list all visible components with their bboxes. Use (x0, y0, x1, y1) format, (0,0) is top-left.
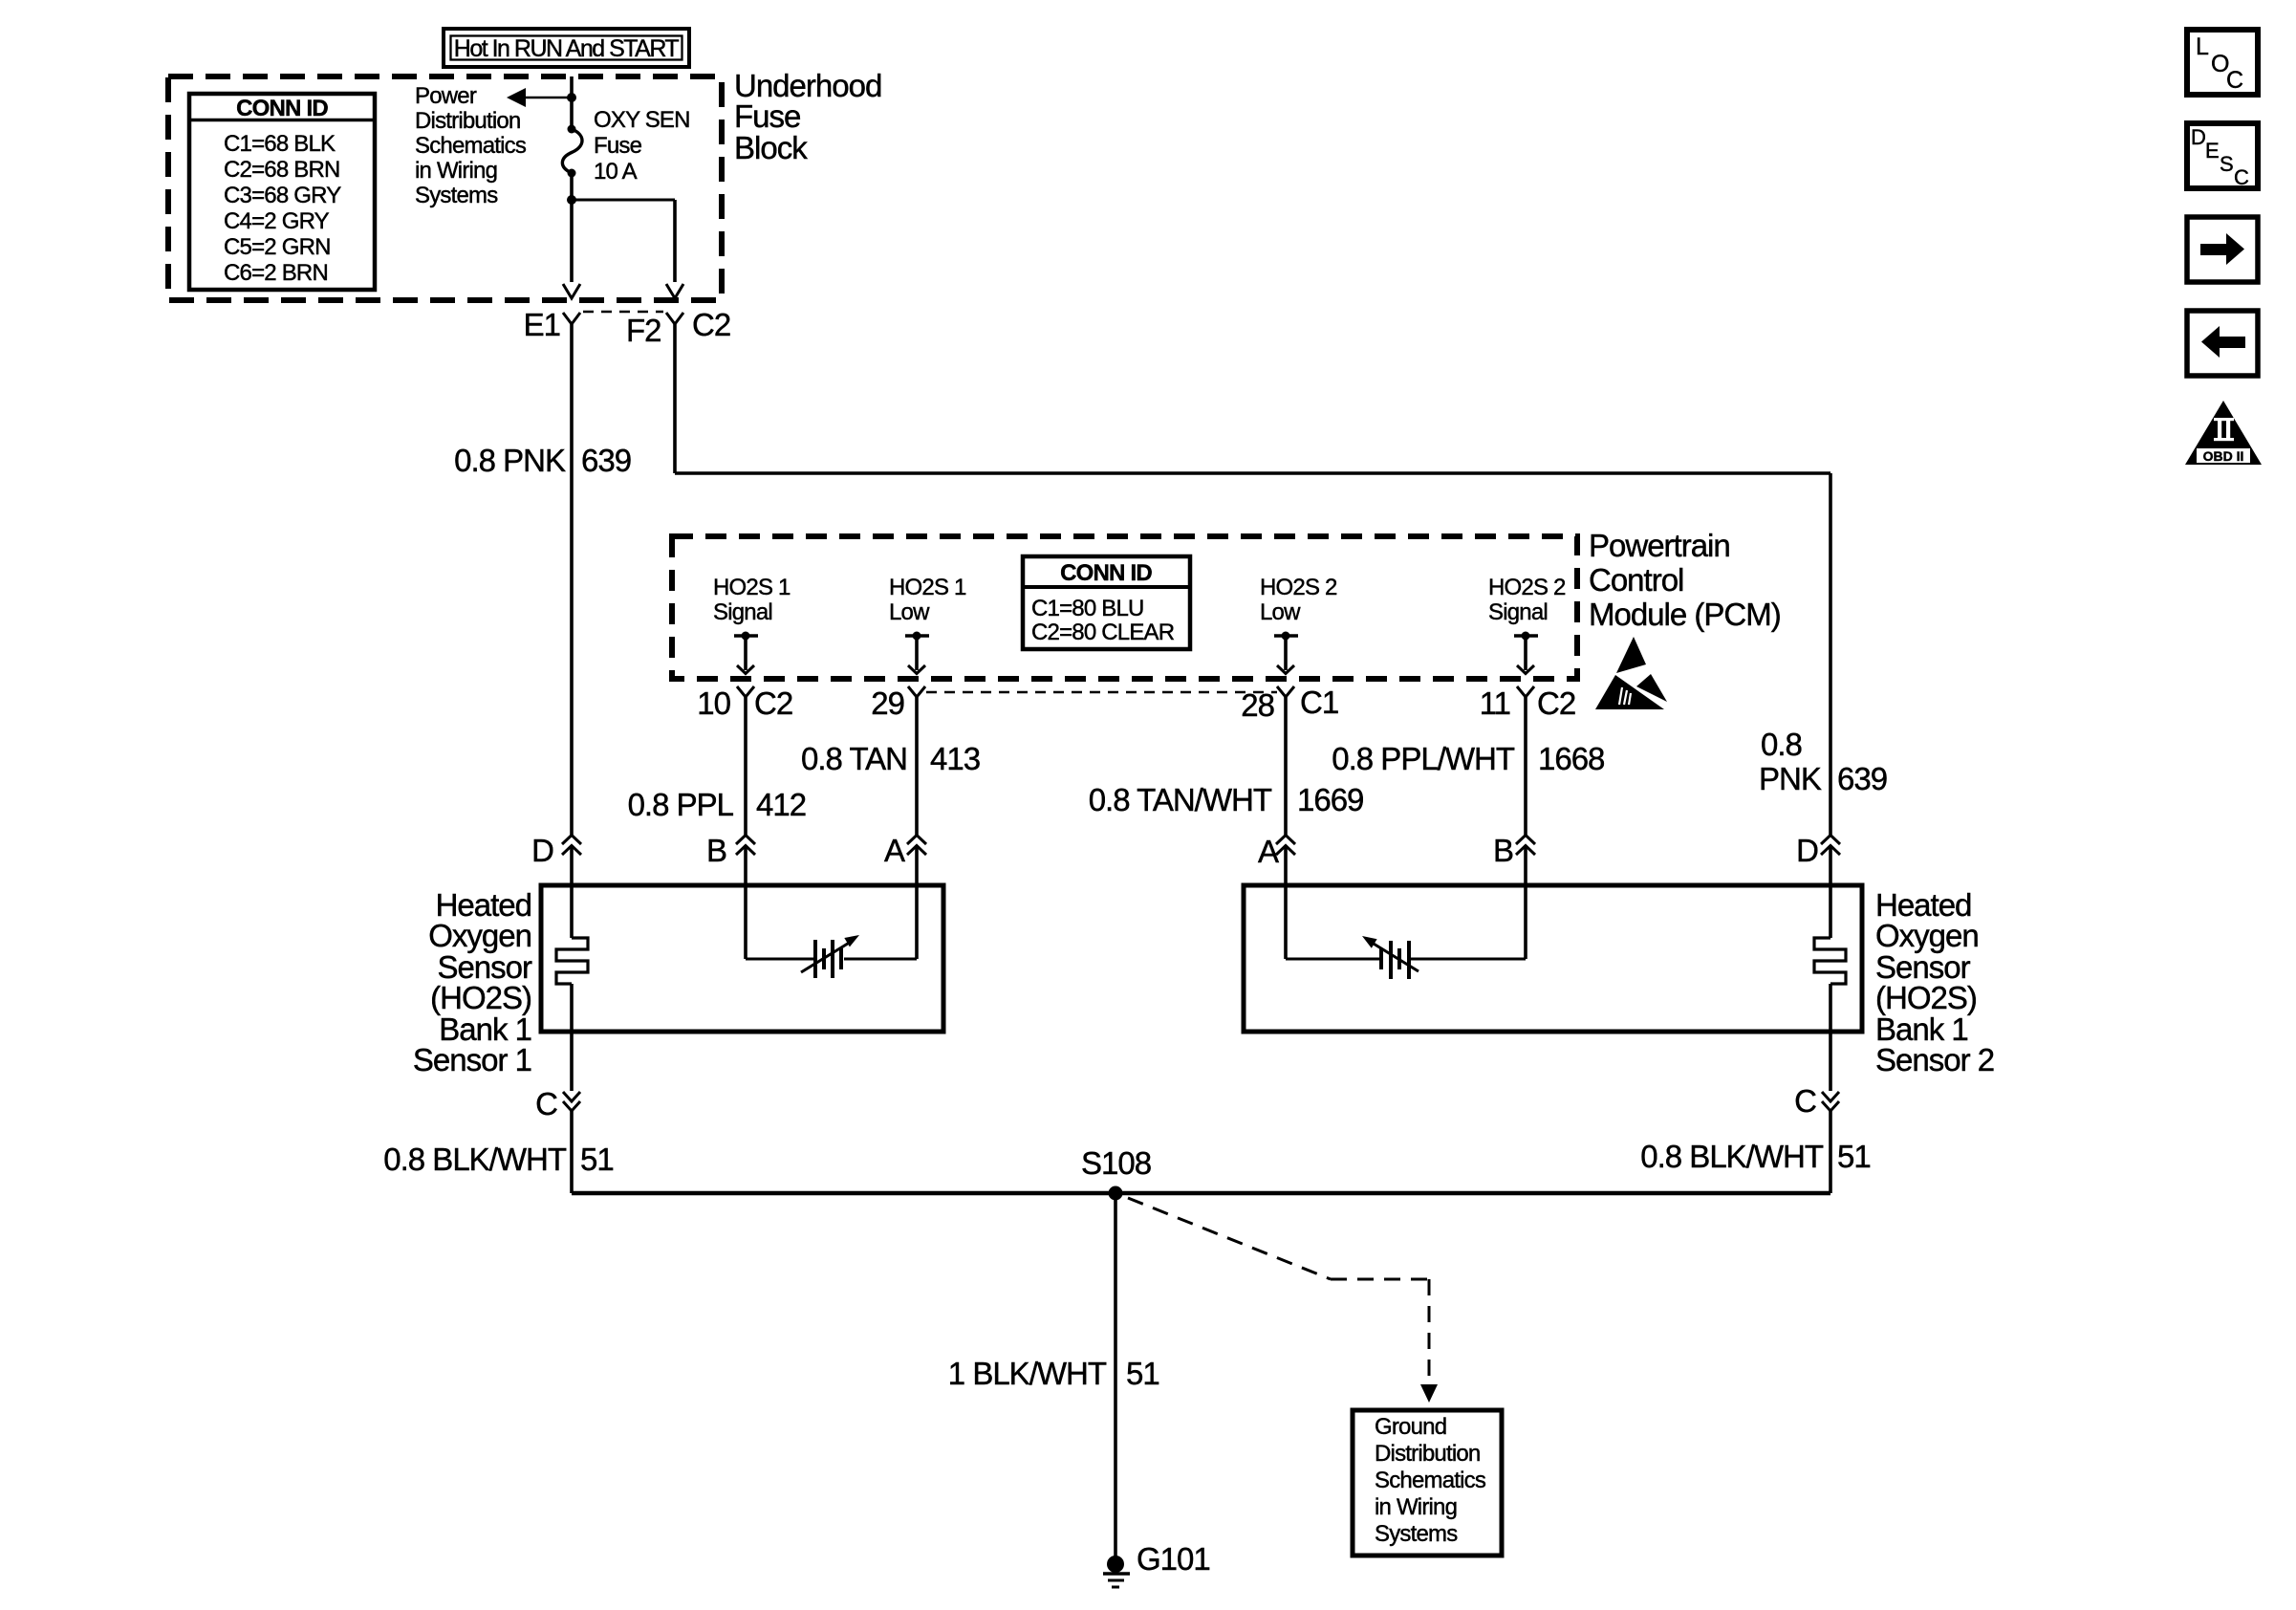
svg-text:0.8 PPL: 0.8 PPL (628, 787, 734, 822)
svg-text:51: 51 (1126, 1356, 1159, 1391)
svg-text:Schematics: Schematics (1375, 1468, 1486, 1493)
svg-text:L: L (2196, 33, 2209, 60)
svg-text:413: 413 (930, 741, 980, 776)
svg-text:C6=2 BRN: C6=2 BRN (224, 260, 328, 286)
svg-text:C1=80 BLU: C1=80 BLU (1031, 596, 1144, 621)
svg-text:D: D (2191, 125, 2206, 149)
svg-text:Fuse: Fuse (734, 98, 800, 134)
svg-text:10 A: 10 A (594, 159, 638, 185)
svg-text:PNK: PNK (1759, 761, 1822, 796)
svg-text:1669: 1669 (1297, 782, 1363, 817)
svg-text:Low: Low (1260, 599, 1301, 625)
svg-text:D: D (531, 833, 553, 868)
svg-text:C1: C1 (1300, 685, 1338, 720)
svg-text:11: 11 (1480, 685, 1510, 721)
svg-text:639: 639 (1837, 761, 1887, 796)
svg-text:412: 412 (756, 787, 806, 822)
svg-text:E1: E1 (524, 307, 560, 342)
svg-text:Ground: Ground (1375, 1414, 1446, 1440)
svg-text:Fuse: Fuse (594, 133, 642, 159)
svg-text:C: C (2226, 67, 2243, 94)
svg-text:Sensor: Sensor (1875, 949, 1971, 985)
svg-text:Systems: Systems (1375, 1521, 1458, 1547)
svg-text:C: C (2234, 165, 2249, 189)
svg-text:CONN ID: CONN ID (236, 96, 328, 121)
svg-text:0.8 PPL/WHT: 0.8 PPL/WHT (1332, 741, 1515, 776)
svg-text:HO2S 1: HO2S 1 (889, 575, 966, 600)
svg-text:Module (PCM): Module (PCM) (1589, 597, 1781, 632)
svg-text:(HO2S): (HO2S) (1875, 980, 1977, 1015)
svg-text:Powertrain: Powertrain (1589, 528, 1730, 563)
svg-text:C: C (1794, 1083, 1816, 1119)
svg-text:Systems: Systems (415, 183, 498, 208)
svg-text:G101: G101 (1137, 1541, 1210, 1577)
svg-text:C2=80 CLEAR: C2=80 CLEAR (1031, 620, 1175, 645)
svg-text:51: 51 (580, 1142, 614, 1177)
svg-text:B: B (1493, 833, 1513, 868)
svg-text:S108: S108 (1081, 1145, 1151, 1181)
svg-text:HO2S 1: HO2S 1 (713, 575, 791, 600)
svg-text:OXY SEN: OXY SEN (594, 107, 690, 133)
svg-text:0.8 BLK/WHT: 0.8 BLK/WHT (1640, 1139, 1824, 1174)
svg-text:Sensor 1: Sensor 1 (413, 1042, 531, 1077)
svg-text:10: 10 (697, 685, 730, 721)
svg-text:Distribution: Distribution (415, 108, 520, 134)
svg-text:(HO2S): (HO2S) (430, 980, 531, 1015)
svg-text:Oxygen: Oxygen (428, 918, 531, 953)
svg-text:Bank 1: Bank 1 (1875, 1012, 1968, 1047)
svg-text:1668: 1668 (1538, 741, 1604, 776)
svg-text:Control: Control (1589, 562, 1683, 598)
svg-text:0.8: 0.8 (1761, 727, 1802, 762)
svg-text:Sensor: Sensor (437, 949, 532, 985)
svg-text:0.8 TAN: 0.8 TAN (801, 741, 907, 776)
svg-text:0.8 BLK/WHT: 0.8 BLK/WHT (383, 1142, 567, 1177)
svg-text:in Wiring: in Wiring (1375, 1494, 1457, 1520)
svg-text:0.8 TAN/WHT: 0.8 TAN/WHT (1089, 782, 1272, 817)
svg-text:D: D (1796, 833, 1818, 868)
svg-text:F2: F2 (626, 313, 661, 348)
svg-text:C2: C2 (754, 685, 792, 721)
svg-text:C: C (535, 1086, 557, 1121)
svg-text:S: S (2220, 152, 2234, 176)
svg-text:Underhood: Underhood (734, 68, 881, 103)
svg-text:OBD II: OBD II (2203, 448, 2244, 464)
svg-text:A: A (1258, 834, 1279, 869)
svg-text:E: E (2205, 139, 2220, 163)
svg-text:Oxygen: Oxygen (1875, 918, 1979, 953)
svg-text:C2: C2 (692, 307, 730, 342)
svg-text:Schematics: Schematics (415, 133, 527, 159)
svg-text:Bank 1: Bank 1 (439, 1012, 531, 1047)
svg-text:O: O (2211, 51, 2229, 77)
svg-text:Heated: Heated (436, 887, 531, 923)
svg-text:A: A (884, 833, 905, 868)
svg-text:C2=68 BRN: C2=68 BRN (224, 157, 340, 183)
svg-text:Heated: Heated (1875, 887, 1971, 923)
svg-text:Sensor 2: Sensor 2 (1875, 1042, 1994, 1077)
svg-text:B: B (706, 833, 726, 868)
svg-text:0.8 PNK: 0.8 PNK (454, 443, 566, 478)
svg-text:C3=68 GRY: C3=68 GRY (224, 183, 341, 208)
svg-text:Signal: Signal (1488, 599, 1548, 625)
svg-text:Signal: Signal (713, 599, 772, 625)
svg-text:HO2S 2: HO2S 2 (1260, 575, 1337, 600)
svg-text:C1=68 BLK: C1=68 BLK (224, 131, 336, 157)
svg-text:C4=2 GRY: C4=2 GRY (224, 208, 330, 234)
svg-text:29: 29 (871, 685, 904, 721)
svg-text:HO2S 2: HO2S 2 (1488, 575, 1566, 600)
svg-text:639: 639 (581, 443, 631, 478)
svg-text:51: 51 (1837, 1139, 1871, 1174)
svg-text:Hot In RUN And START: Hot In RUN And START (454, 35, 680, 62)
svg-text:28: 28 (1241, 687, 1274, 723)
svg-text:CONN ID: CONN ID (1060, 560, 1152, 586)
svg-text:in Wiring: in Wiring (415, 158, 497, 184)
svg-text:1 BLK/WHT: 1 BLK/WHT (948, 1356, 1107, 1391)
svg-text:Distribution: Distribution (1375, 1441, 1480, 1467)
svg-text:Block: Block (734, 130, 808, 165)
svg-text:Low: Low (889, 599, 930, 625)
svg-text:C5=2 GRN: C5=2 GRN (224, 234, 331, 260)
svg-text:Power: Power (415, 83, 477, 109)
svg-text:C2: C2 (1537, 685, 1575, 721)
